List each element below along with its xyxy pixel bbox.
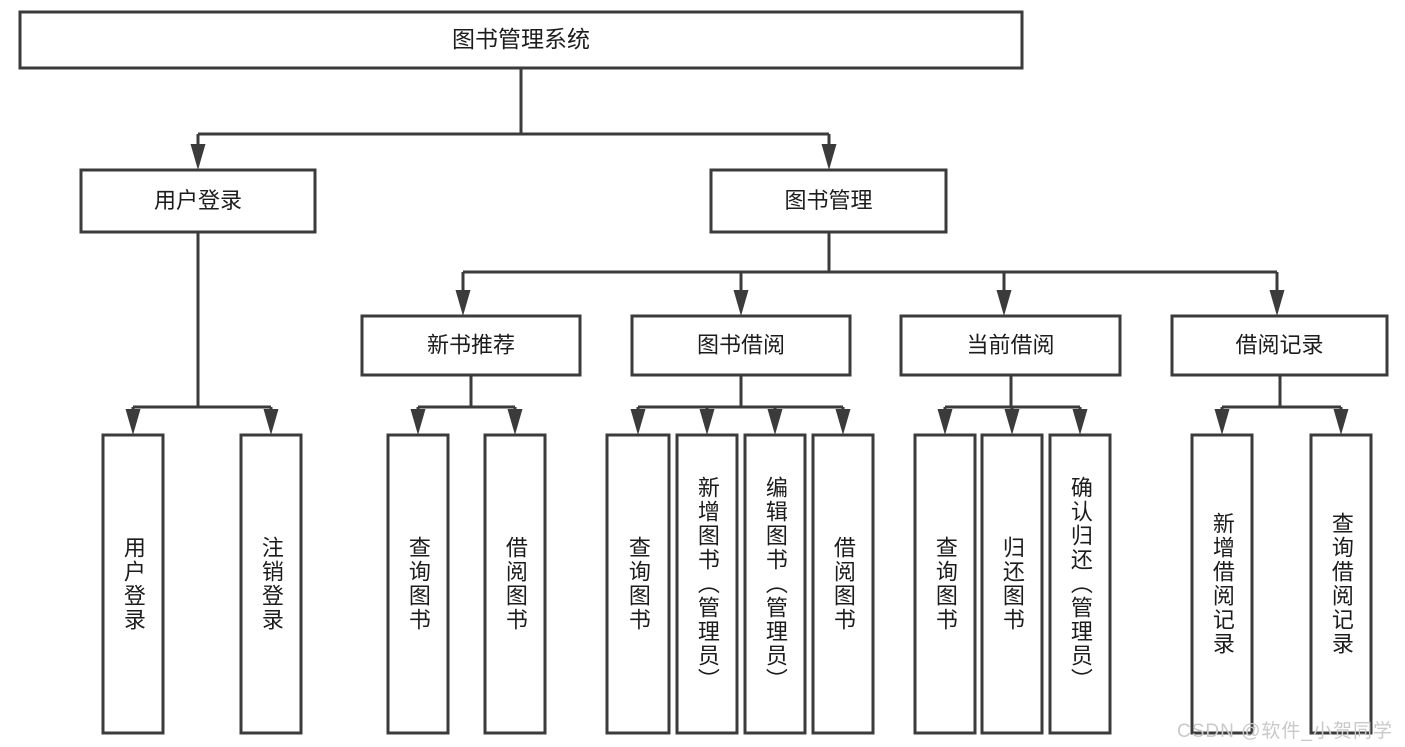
node-box-leaf-return-book[interactable] xyxy=(980,433,1044,735)
node-label-book-borrow: 图书借阅 xyxy=(697,332,785,357)
book-manage-branch-arrow-3 xyxy=(1269,290,1285,316)
current-borrow-leaf-arrow-1 xyxy=(1004,409,1020,435)
node-box-current-borrow[interactable] xyxy=(899,314,1122,377)
connector-layer xyxy=(125,68,1349,435)
node-box-user-login[interactable] xyxy=(79,168,317,234)
book-borrow-leaf-arrow-3 xyxy=(835,409,851,435)
book-borrow-leaf-arrow-0 xyxy=(630,409,646,435)
book-borrow-leaf-arrow-2 xyxy=(767,409,783,435)
node-box-leaf-add-borrow-record[interactable] xyxy=(1190,433,1254,735)
node-box-new-book-recommend[interactable] xyxy=(360,314,582,377)
watermark: CSDN @软件_小贺同学 xyxy=(1177,721,1393,742)
user-login-leaf-arrow-1 xyxy=(263,409,279,435)
borrow-records-leaf-arrow-1 xyxy=(1333,409,1349,435)
book-manage-branch-arrow-1 xyxy=(733,290,749,316)
node-label-borrow-records: 借阅记录 xyxy=(1235,332,1323,357)
node-box-book-manage[interactable] xyxy=(709,168,948,234)
node-box-leaf-borrow-book-2[interactable] xyxy=(811,433,875,735)
root-branch-arrow-1 xyxy=(821,144,837,170)
node-box-leaf-edit-book[interactable] xyxy=(743,433,807,735)
node-label-book-manage: 图书管理 xyxy=(784,188,872,213)
node-box-leaf-borrow-book-1[interactable] xyxy=(483,433,547,735)
book-manage-branch-arrow-0 xyxy=(455,290,471,316)
node-box-leaf-query-book-3[interactable] xyxy=(913,433,977,735)
borrow-records-leaf-arrow-0 xyxy=(1214,409,1230,435)
node-label-user-login: 用户登录 xyxy=(154,188,242,213)
node-label-current-borrow: 当前借阅 xyxy=(966,332,1054,357)
book-borrow-leaf-arrow-1 xyxy=(699,409,715,435)
book-manage-branch-arrow-2 xyxy=(996,290,1012,316)
current-borrow-leaf-arrow-0 xyxy=(937,409,953,435)
node-box-leaf-user-logout[interactable] xyxy=(239,433,303,735)
new-book-recommend-leaf-arrow-0 xyxy=(410,409,426,435)
node-box-leaf-user-login[interactable] xyxy=(101,433,165,735)
box-layer xyxy=(18,10,1389,735)
node-box-leaf-query-book-1[interactable] xyxy=(386,433,450,735)
current-borrow-leaf-arrow-2 xyxy=(1072,409,1088,435)
new-book-recommend-leaf-arrow-1 xyxy=(507,409,523,435)
node-box-leaf-confirm-return[interactable] xyxy=(1048,433,1112,735)
user-login-leaf-arrow-0 xyxy=(125,409,141,435)
root-branch-arrow-0 xyxy=(190,144,206,170)
node-box-root[interactable] xyxy=(18,10,1024,70)
node-box-leaf-add-book[interactable] xyxy=(675,433,739,735)
node-box-borrow-records[interactable] xyxy=(1170,314,1389,377)
node-box-leaf-query-book-2[interactable] xyxy=(605,433,671,735)
node-label-new-book-recommend: 新书推荐 xyxy=(427,332,515,357)
node-label-root: 图书管理系统 xyxy=(452,26,590,52)
node-box-book-borrow[interactable] xyxy=(630,314,852,377)
node-box-leaf-query-borrow-record[interactable] xyxy=(1309,433,1373,735)
